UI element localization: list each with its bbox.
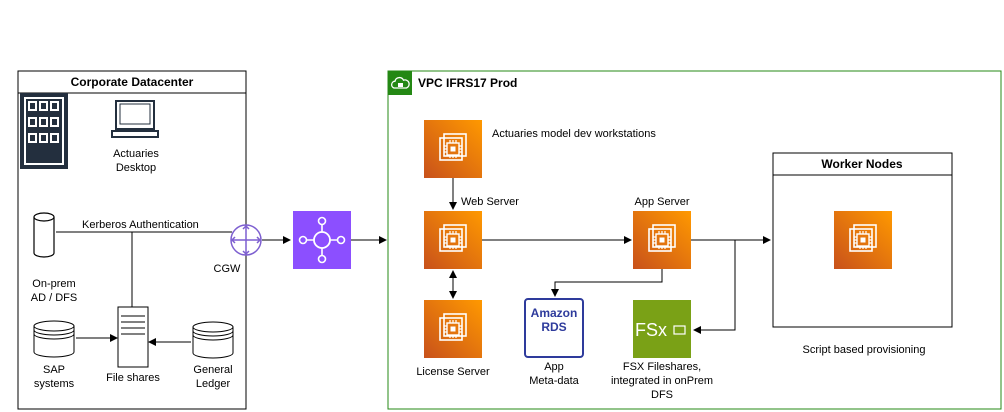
vpc-group: VPC IFRS17 Prod Actuaries model dev work… xyxy=(387,70,1002,410)
fsx-text: FSx xyxy=(635,320,667,340)
ledger-storage-icon xyxy=(192,321,234,359)
appserver-label: App Server xyxy=(634,196,689,208)
cgw-router-icon xyxy=(230,224,262,256)
rds-text-1: Amazon xyxy=(531,306,578,320)
office-building-icon xyxy=(20,93,68,169)
fileshares-label: File shares xyxy=(106,372,160,384)
sap-label-2: systems xyxy=(34,378,75,390)
worker-ec2-icon xyxy=(834,211,892,269)
onprem-label-1: On-prem xyxy=(32,278,75,290)
workers-to-fsx-arrow xyxy=(693,240,736,334)
appserver-ec2-icon xyxy=(633,211,691,269)
desktop-label-2: Desktop xyxy=(116,162,156,174)
file-server-icon xyxy=(117,306,149,368)
kerberos-label: Kerberos Authentication xyxy=(82,219,199,231)
worker-title: Worker Nodes xyxy=(821,157,902,171)
app-meta-label-1: App xyxy=(544,361,564,373)
ledger-label-2: Ledger xyxy=(196,378,231,390)
fsx-label-3: DFS xyxy=(651,389,673,401)
onprem-label-2: AD / DFS xyxy=(31,292,77,304)
desktop-label-1: Actuaries xyxy=(113,148,159,160)
vpc-title: VPC IFRS17 Prod xyxy=(418,76,517,90)
sap-storage-icon xyxy=(33,320,75,358)
sap-label-1: SAP xyxy=(43,364,65,376)
cgw-label: CGW xyxy=(214,263,242,275)
corporate-datacenter-group: Corporate Datacenter Actuaries Desktop O… xyxy=(17,70,247,410)
license-label: License Server xyxy=(416,366,490,378)
provisioning-label: Script based provisioning xyxy=(803,344,926,356)
transit-gateway-icon xyxy=(293,211,351,269)
database-cylinder-icon xyxy=(33,212,55,258)
webserver-ec2-icon xyxy=(424,211,482,269)
vpc-cloud-icon xyxy=(388,71,412,95)
worker-nodes-group: Worker Nodes xyxy=(772,152,953,328)
ledger-label-1: General xyxy=(193,364,232,376)
amazon-rds-icon: Amazon RDS xyxy=(524,298,584,358)
fsx-label-2: integrated in onPrem xyxy=(611,375,713,387)
desktop-icon xyxy=(111,100,159,138)
app-to-rds-arrow xyxy=(551,269,663,297)
license-ec2-icon xyxy=(424,300,482,358)
fsx-icon: FSx xyxy=(633,300,691,358)
app-meta-label-2: Meta-data xyxy=(529,375,579,387)
datacenter-title: Corporate Datacenter xyxy=(71,75,194,89)
fsx-label-1: FSX Fileshares, xyxy=(623,361,701,373)
rds-text-2: RDS xyxy=(541,320,566,334)
workstations-label: Actuaries model dev workstations xyxy=(492,128,656,140)
workstations-ec2-icon xyxy=(424,120,482,178)
webserver-label: Web Server xyxy=(461,196,519,208)
